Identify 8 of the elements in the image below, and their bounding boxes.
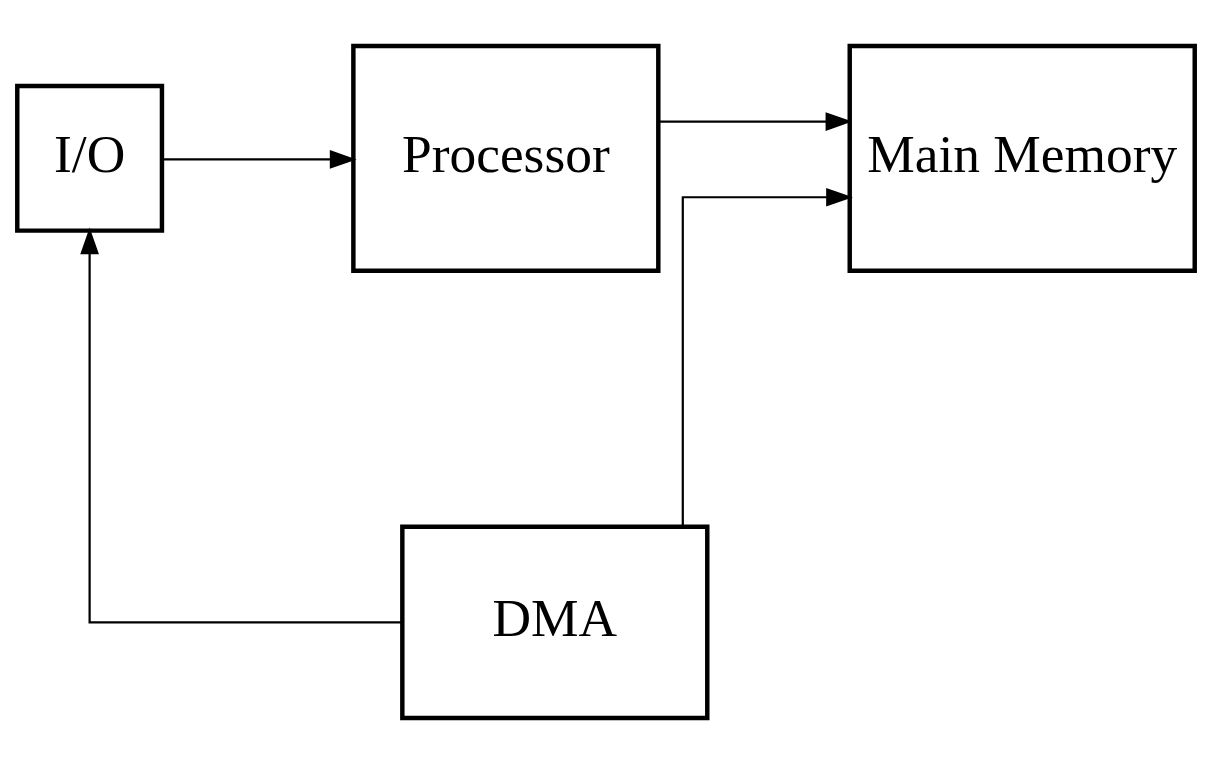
node-box: Processor [351, 43, 661, 273]
node-box: I/O [15, 83, 165, 233]
arrow [681, 187, 853, 526]
node-box: Main Memory [847, 43, 1197, 273]
arrow [658, 112, 853, 131]
node-box: DMA [400, 524, 710, 721]
arrow [162, 150, 357, 169]
arrow [80, 227, 402, 624]
